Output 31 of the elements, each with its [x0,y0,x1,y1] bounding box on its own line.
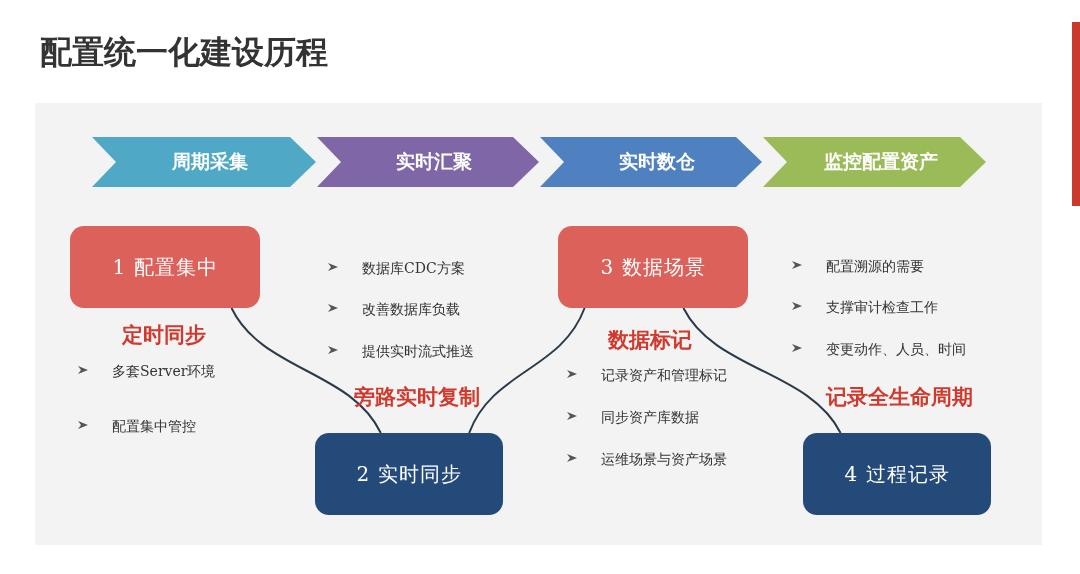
section-heading: 旁路实时复制 [354,384,481,410]
box-label: 2 实时同步 [356,461,462,488]
bullet-text: 支撑审计检查工作 [826,298,938,317]
box-label: 1 配置集中 [112,254,218,281]
bullet-text: 数据库CDC方案 [362,259,465,278]
bullet-text: 配置溯源的需要 [826,257,924,276]
process-box [558,226,748,308]
bullet-text: 记录资产和管理标记 [601,366,727,385]
bullet-text: 多套Server环境 [112,362,216,381]
step-label: 周期采集 [171,149,248,174]
curved-connector [682,307,842,434]
page-title: 配置统一化建设历程 [40,33,328,72]
step-label: 实时汇聚 [395,149,472,174]
bullet-text: 改善数据库负载 [362,300,460,319]
section-heading: 记录全生命周期 [826,384,974,410]
box-label: 3 数据场景 [600,254,706,281]
bullet-text: 变更动作、人员、时间 [826,340,966,359]
section-heading: 数据标记 [608,327,693,353]
curved-connector [230,307,382,434]
process-box [315,433,503,515]
process-box [803,433,991,515]
bullet-text: 配置集中管控 [112,417,196,436]
process-box [70,226,260,308]
box-label: 4 过程记录 [844,461,950,488]
bullet-text: 同步资产库数据 [601,408,699,427]
section-heading: 定时同步 [122,322,207,348]
bullet-text: 提供实时流式推送 [362,342,474,361]
bullet-text: 运维场景与资产场景 [601,450,727,469]
curved-connector [468,307,586,434]
step-label: 监控配置资产 [822,149,938,174]
step-label: 实时数仓 [618,149,695,174]
